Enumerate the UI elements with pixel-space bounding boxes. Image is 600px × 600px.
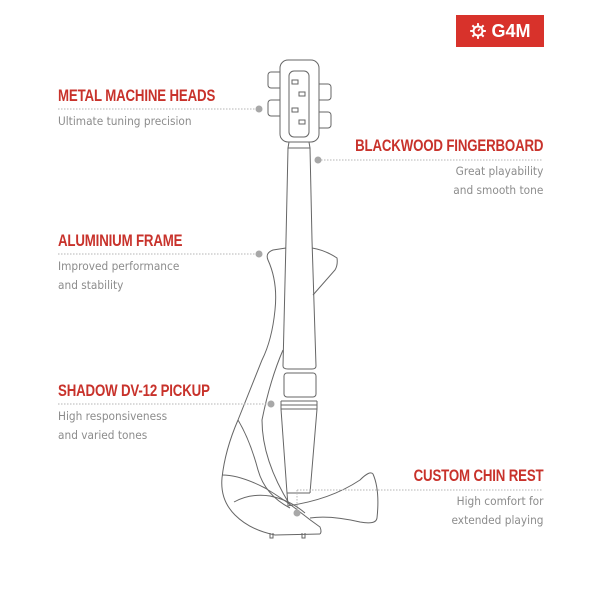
feature-description: High responsiveness and varied tones <box>58 409 168 442</box>
feature-description: Improved performance and stability <box>58 259 180 292</box>
marker-dot <box>314 156 322 164</box>
marker-dot <box>255 250 263 258</box>
marker-dot <box>293 509 301 517</box>
feature-title: SHADOW DV-12 PICKUP <box>58 381 210 400</box>
feature-description: Great playability and smooth tone <box>452 164 543 197</box>
logo-text: G4M <box>491 20 531 41</box>
feature-description: Ultimate tuning precision <box>58 114 192 128</box>
feature-description: High comfort for extended playing <box>450 494 543 527</box>
feature-title: CUSTOM CHIN REST <box>413 466 543 485</box>
gear-icon <box>470 23 487 39</box>
brand-logo: G4M <box>456 15 544 47</box>
marker-dot <box>255 105 263 113</box>
feature-machine-heads: METAL MACHINE HEADS Ultimate tuning prec… <box>58 86 259 131</box>
feature-title: METAL MACHINE HEADS <box>58 86 216 105</box>
headstock <box>279 59 320 143</box>
feature-title: ALUMINIUM FRAME <box>58 231 183 250</box>
feature-chin-rest: CUSTOM CHIN REST High comfort for extend… <box>377 466 543 530</box>
feature-fingerboard: BLACKWOOD FINGERBOARD Great playability … <box>302 136 543 200</box>
marker-dot <box>267 400 275 408</box>
feature-title: BLACKWOOD FINGERBOARD <box>354 136 543 155</box>
feature-pickup: SHADOW DV-12 PICKUP High responsiveness … <box>58 381 253 445</box>
feature-frame: ALUMINIUM FRAME Improved performance and… <box>58 231 217 295</box>
